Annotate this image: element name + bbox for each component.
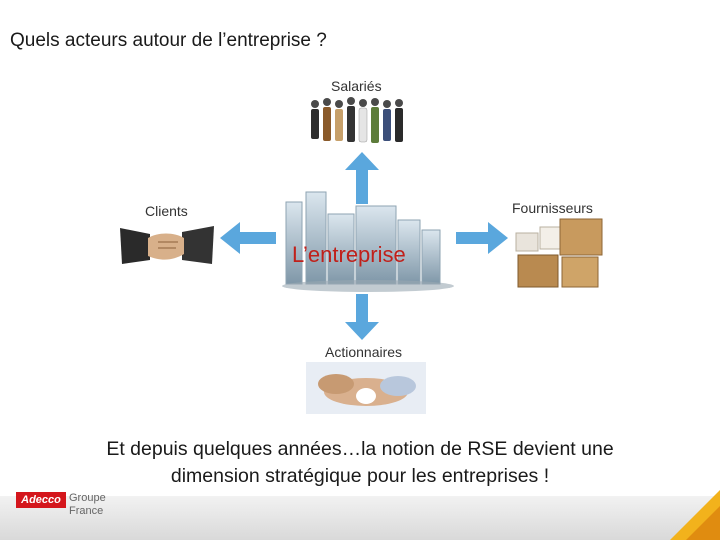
arrow-right bbox=[456, 222, 508, 254]
logo-brand: Adecco bbox=[16, 492, 66, 508]
logo-line-2: France bbox=[69, 505, 103, 517]
corner-decoration bbox=[650, 480, 720, 540]
footer-statement: Et depuis quelques années…la notion de R… bbox=[30, 436, 690, 490]
arrow-up bbox=[345, 152, 379, 204]
adecco-logo: Adecco Groupe France bbox=[16, 488, 116, 528]
logo-line-1: Groupe bbox=[69, 492, 106, 504]
footer-line-2: dimension stratégique pour les entrepris… bbox=[30, 463, 690, 490]
arrow-left bbox=[220, 222, 276, 254]
footer-line-1: Et depuis quelques années…la notion de R… bbox=[30, 436, 690, 463]
arrow-down bbox=[345, 294, 379, 340]
